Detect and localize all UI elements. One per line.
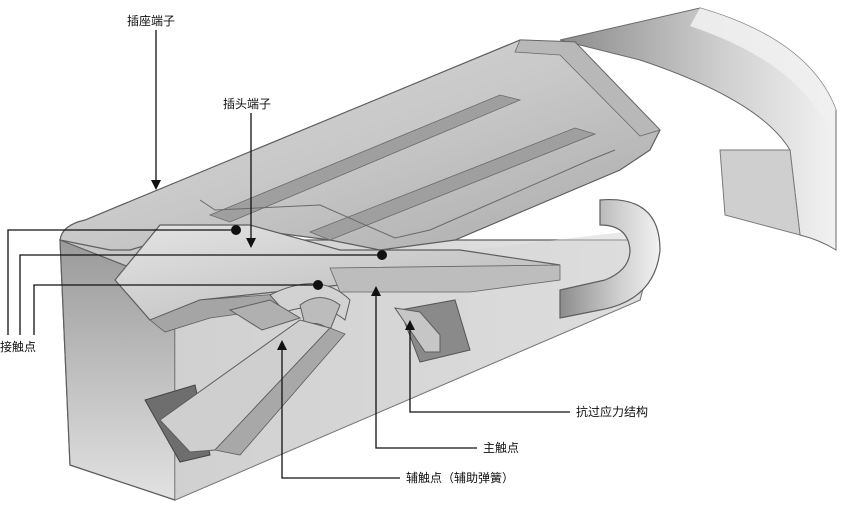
label-aux-contact: 辅触点（辅助弹簧）	[406, 471, 515, 485]
contact-dots	[231, 225, 387, 290]
label-contact-point: 接触点	[0, 340, 37, 354]
contact-springs	[159, 283, 441, 456]
leader-lines	[7, 30, 570, 479]
label-main-contact: 主触点	[483, 441, 520, 455]
label-plug-terminal: 插头端子	[223, 97, 272, 111]
arrowheads	[151, 180, 415, 350]
label-anti-stress-structure: 抗过应力结构	[576, 405, 649, 419]
socket-tail	[559, 7, 837, 251]
socket-top-plate	[59, 39, 661, 251]
label-socket-terminal: 插座端子	[127, 14, 176, 28]
